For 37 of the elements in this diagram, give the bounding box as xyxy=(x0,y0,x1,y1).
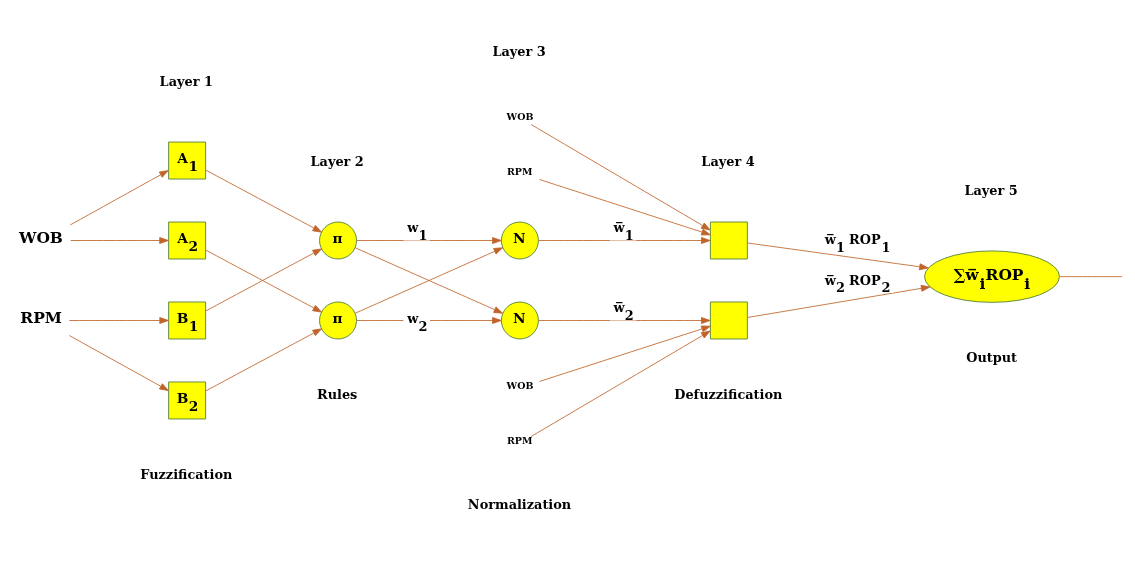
arrow xyxy=(530,330,711,437)
node-text: RPM xyxy=(507,435,533,447)
node-circle: π xyxy=(319,221,357,260)
arrow xyxy=(747,284,931,318)
node-text: WOB xyxy=(19,228,63,248)
connector xyxy=(1059,276,1123,278)
arrow xyxy=(68,317,169,324)
label: Normalization xyxy=(467,497,572,513)
node-circle: π xyxy=(319,301,357,340)
node-text: RPM xyxy=(20,308,62,328)
arrow xyxy=(539,179,711,236)
arrow xyxy=(70,237,169,244)
arrow xyxy=(530,124,711,231)
label: Rules xyxy=(316,387,358,403)
label: Layer 3 xyxy=(492,44,546,60)
node-box xyxy=(709,221,748,260)
node-text: RPM xyxy=(507,165,533,177)
node-circle: N xyxy=(501,301,539,340)
label: Layer 1 xyxy=(159,74,213,90)
arrow xyxy=(205,169,322,233)
node-circle: N xyxy=(501,221,539,260)
label: Output xyxy=(966,350,1018,366)
arrow xyxy=(538,317,711,324)
arrow xyxy=(69,170,169,226)
arrow xyxy=(354,247,504,314)
arrow xyxy=(68,335,169,391)
node-text: WOB xyxy=(506,110,534,122)
arrow xyxy=(205,328,322,392)
node-text: WOB xyxy=(506,380,534,392)
node-box xyxy=(709,301,748,340)
label: Fuzzification xyxy=(140,467,233,483)
label: Defuzzification xyxy=(674,387,783,403)
arrow xyxy=(539,325,711,382)
label: Layer 5 xyxy=(964,183,1018,199)
label: Layer 4 xyxy=(701,154,755,170)
label: Layer 2 xyxy=(310,154,364,170)
arrow xyxy=(747,242,929,271)
